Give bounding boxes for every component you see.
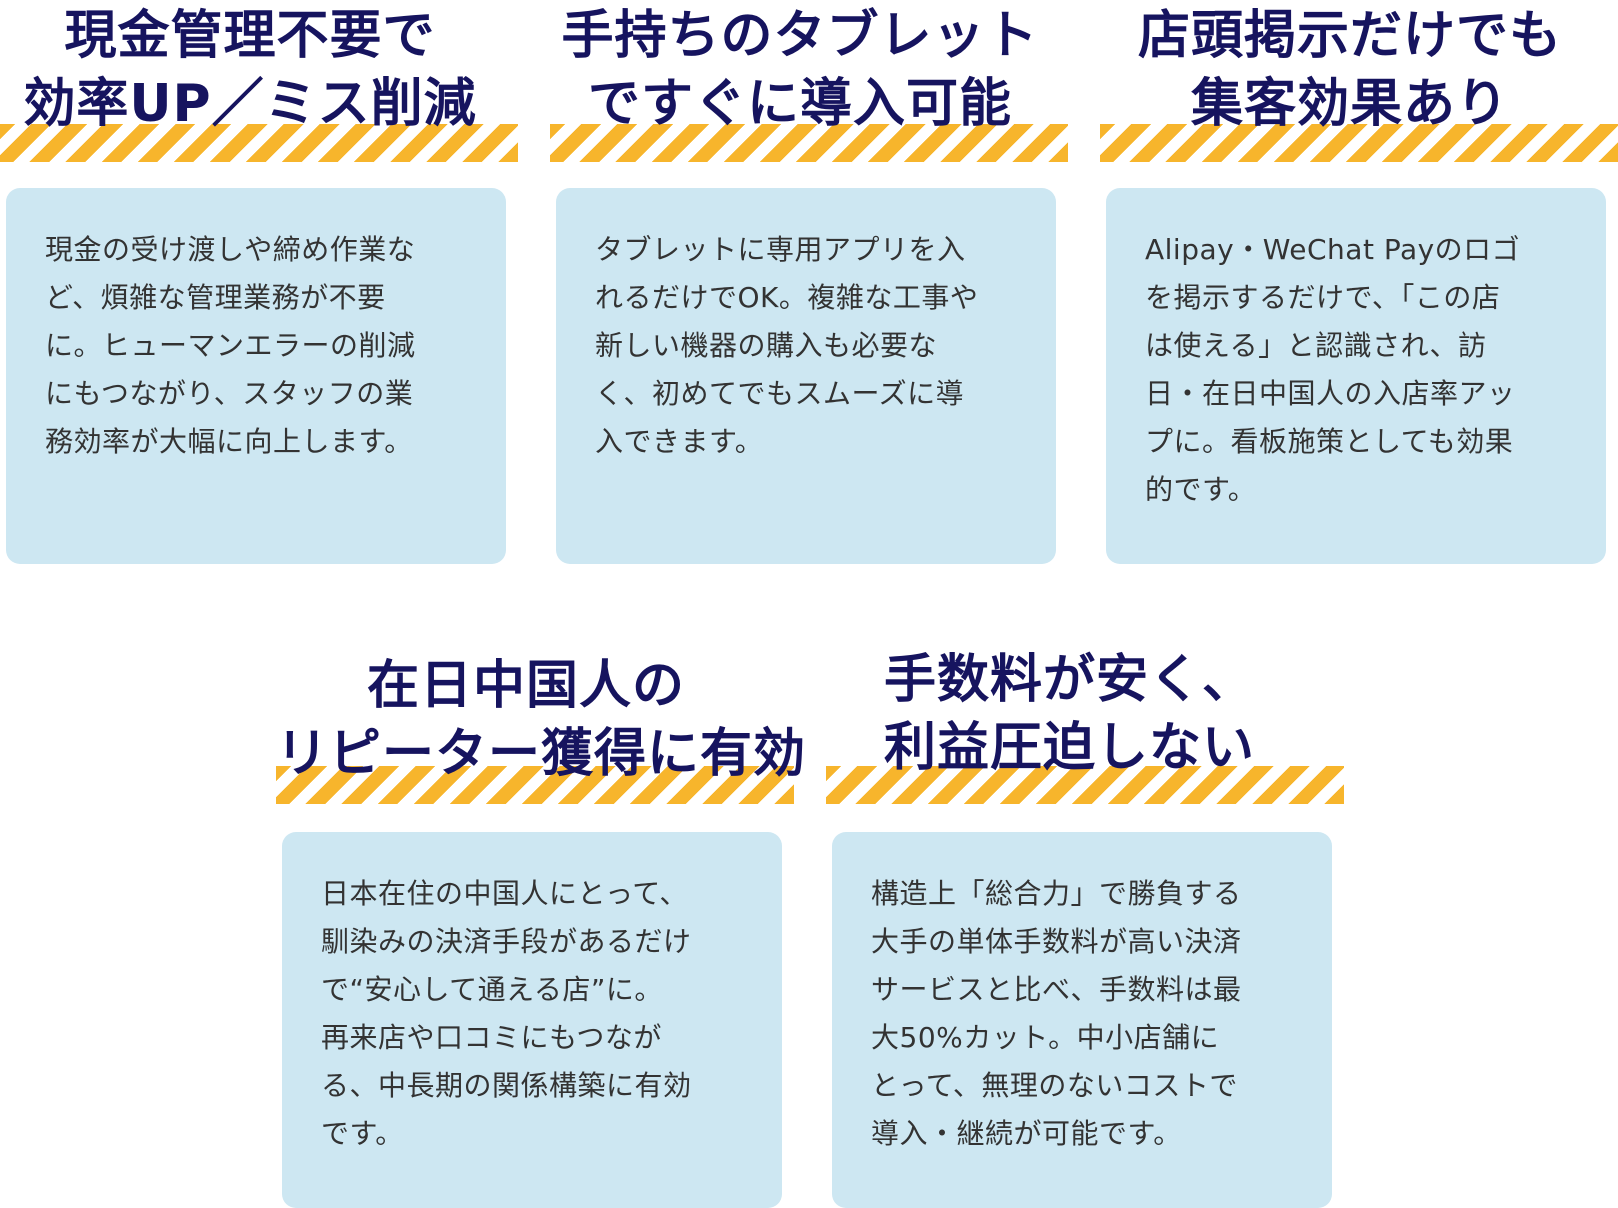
card-text-line: る、中長期の関係構築に有効 — [321, 1069, 692, 1102]
feature-title: 店頭掲示だけでも 集客効果あり — [1100, 2, 1600, 138]
card-text-line: とって、無理のないコストで — [871, 1069, 1238, 1102]
feature-storefront: 店頭掲示だけでも 集客効果あり Alipay・WeChat Payのロゴ を掲示… — [1100, 0, 1618, 564]
card-text-line: 構造上「総合力」で勝負する — [871, 877, 1242, 910]
card-text-line: 現金の受け渡しや締め作業な — [45, 233, 416, 266]
stripe-underline — [0, 124, 518, 162]
feature-title: 手持ちのタブレット ですぐに導入可能 — [550, 2, 1050, 138]
feature-card: Alipay・WeChat Payのロゴ を掲示するだけで、「この店 は使える」… — [1106, 188, 1606, 564]
card-text-line: 大50%カット。中小店舗に — [871, 1021, 1220, 1054]
title-line: 手持ちのタブレット — [561, 6, 1039, 66]
card-text-line: く、初めてでもスムーズに導 — [595, 377, 965, 410]
card-text-line: を掲示するだけで、「この店 — [1145, 281, 1501, 314]
stripe-underline — [276, 766, 794, 804]
title-line: 効率UP／ミス削減 — [23, 74, 477, 134]
feature-cash-management: 現金管理不要で 効率UP／ミス削減 現金の受け渡しや締め作業な ど、煩雑な管理業… — [0, 0, 518, 564]
card-text-line: プに。看板施策としても効果 — [1145, 425, 1514, 458]
card-text-line: 入できます。 — [595, 425, 764, 458]
card-text-line: ど、煩雑な管理業務が不要 — [45, 281, 386, 314]
feature-title: 現金管理不要で 効率UP／ミス削減 — [0, 2, 500, 138]
feature-tablet: 手持ちのタブレット ですぐに導入可能 タブレットに専用アプリを入 れるだけでOK… — [550, 0, 1068, 564]
stripe-underline — [550, 124, 1068, 162]
card-text-line: 新しい機器の購入も必要な — [595, 329, 938, 362]
feature-title: 手数料が安く、 利益圧迫しない — [884, 646, 1326, 782]
card-text-line: サービスと比べ、手数料は最 — [871, 973, 1242, 1006]
card-text-line: れるだけでOK。複雑な工事や — [595, 281, 979, 314]
card-text-line: 導入・継続が可能です。 — [871, 1117, 1182, 1150]
card-text-line: 日・在日中国人の入店率アッ — [1145, 377, 1516, 410]
feature-card: 日本在住の中国人にとって、 馴染みの決済手段があるだけ で“安心して通える店”に… — [282, 832, 782, 1208]
title-line: リピーター獲得に有効 — [276, 724, 807, 784]
card-text-line: にもつながり、スタッフの業 — [45, 377, 414, 410]
title-line: 集客効果あり — [1190, 74, 1509, 134]
stripe-underline — [1100, 124, 1618, 162]
title-line: 現金管理不要で — [64, 6, 436, 66]
card-text-line: 務効率が大幅に向上します。 — [45, 425, 413, 458]
card-text-line: で“安心して通える店”に。 — [321, 973, 663, 1006]
stripe-underline — [826, 766, 1344, 804]
title-line: ですぐに導入可能 — [587, 74, 1012, 134]
feature-title: 在日中国人の リピーター獲得に有効 — [276, 652, 807, 788]
card-text-line: 的です。 — [1145, 473, 1257, 506]
feature-card: 現金の受け渡しや締め作業な ど、煩雑な管理業務が不要 に。ヒューマンエラーの削減… — [6, 188, 506, 564]
title-line: 店頭掲示だけでも — [1137, 6, 1562, 66]
title-line: 利益圧迫しない — [884, 718, 1256, 778]
title-line: 在日中国人の — [366, 656, 685, 716]
card-text-line: 馴染みの決済手段があるだけ — [321, 925, 692, 958]
card-text-line: 大手の単体手数料が高い決済 — [871, 925, 1242, 958]
feature-card: タブレットに専用アプリを入 れるだけでOK。複雑な工事や 新しい機器の購入も必要… — [556, 188, 1056, 564]
card-text-line: タブレットに専用アプリを入 — [595, 233, 966, 266]
title-line: 手数料が安く、 — [884, 650, 1256, 710]
card-text-line: に。ヒューマンエラーの削減 — [45, 329, 416, 362]
card-text-line: 再来店や口コミにもつなが — [321, 1021, 662, 1054]
feature-low-fees: 手数料が安く、 利益圧迫しない 構造上「総合力」で勝負する 大手の単体手数料が高… — [826, 0, 1344, 1208]
feature-card: 構造上「総合力」で勝負する 大手の単体手数料が高い決済 サービスと比べ、手数料は… — [832, 832, 1332, 1208]
card-text-line: 日本在住の中国人にとって、 — [321, 877, 688, 910]
card-text-line: は使える」と認識され、訪 — [1145, 329, 1487, 362]
feature-repeaters: 在日中国人の リピーター獲得に有効 日本在住の中国人にとって、 馴染みの決済手段… — [276, 0, 805, 1208]
card-text-line: Alipay・WeChat Payのロゴ — [1145, 233, 1521, 266]
card-text-line: です。 — [321, 1117, 404, 1150]
